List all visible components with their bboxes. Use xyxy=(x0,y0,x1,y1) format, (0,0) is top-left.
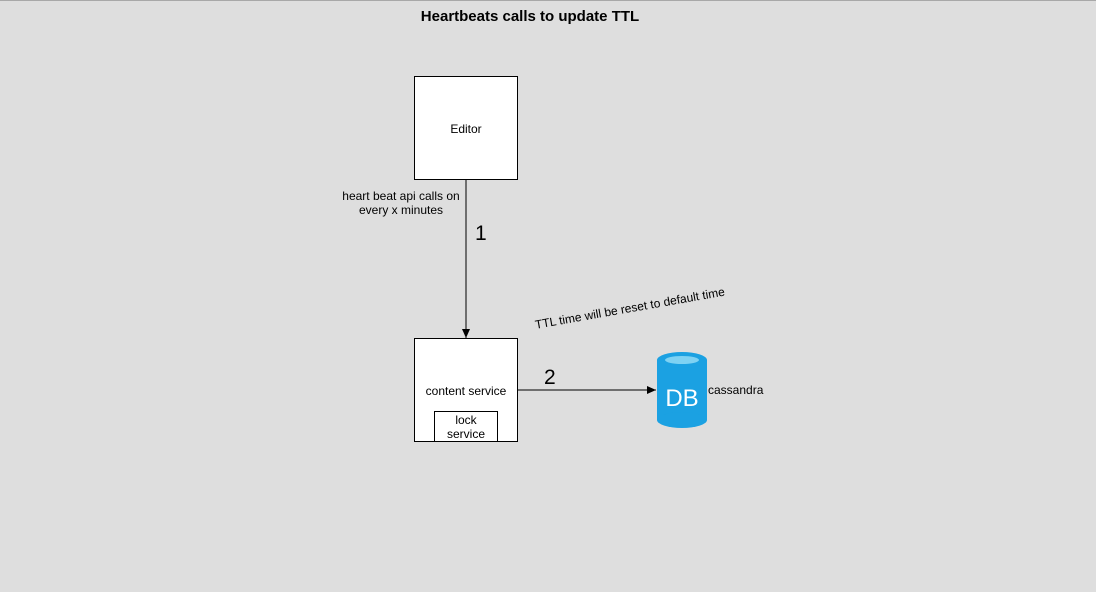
db-label: cassandra xyxy=(708,383,764,397)
step-2-label: 2 xyxy=(544,366,556,389)
step-1-label: 1 xyxy=(475,222,487,245)
content-service-label: content service xyxy=(425,384,507,398)
db-icon-text: DB xyxy=(665,385,698,412)
lock-service-label: lock service xyxy=(446,413,485,441)
content-service-node: content service lock service xyxy=(414,338,518,442)
lock-service-node: lock service xyxy=(434,411,498,442)
diagram-title: Heartbeats calls to update TTL xyxy=(420,8,640,25)
database-icon: DB xyxy=(657,352,707,428)
heartbeat-label: heart beat api calls on every x minutes xyxy=(342,189,460,217)
editor-node: Editor xyxy=(414,76,518,180)
top-border xyxy=(0,0,1096,1)
editor-label: Editor xyxy=(450,122,482,136)
